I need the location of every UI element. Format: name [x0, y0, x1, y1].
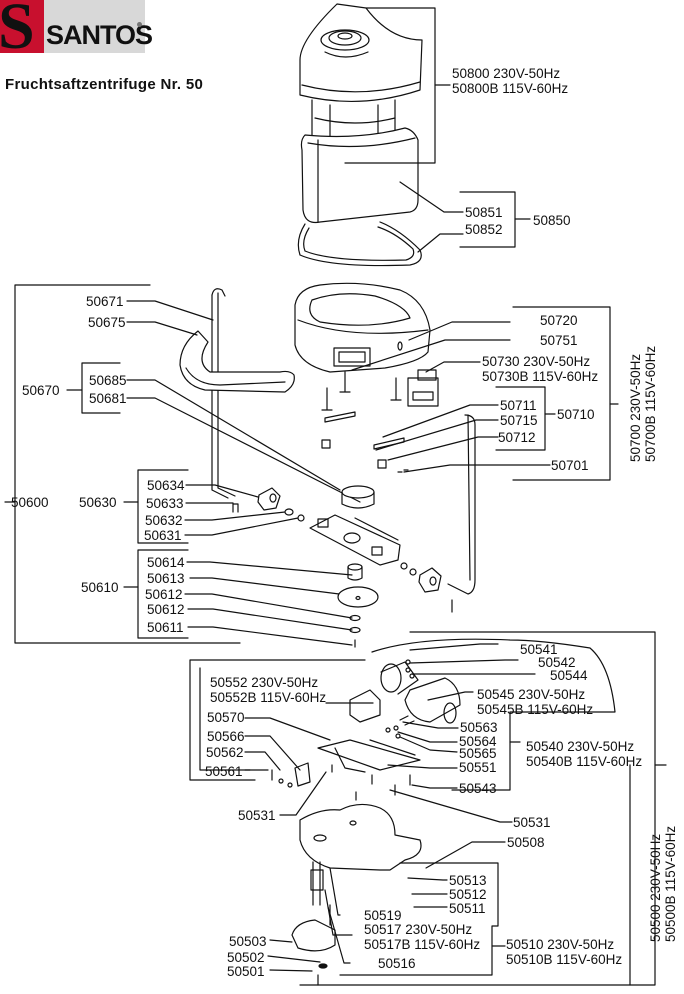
bottom-leaders	[267, 841, 506, 976]
safety-rod-drawing	[447, 414, 476, 595]
electrical-parts-drawing	[271, 659, 461, 801]
base-drawing	[294, 282, 431, 373]
label-50544: 50544	[550, 668, 588, 683]
bracket-50700	[351, 306, 619, 481]
label-50566: 50566	[207, 729, 245, 744]
label-50531-left: 50531	[238, 808, 276, 823]
label-50710: 50710	[557, 407, 595, 422]
label-50517b-115v: 50517B 115V-60Hz	[364, 937, 481, 952]
label-50612-b: 50612	[147, 602, 185, 617]
label-50552-230v: 50552 230V-50Hz	[210, 675, 319, 690]
label-50513: 50513	[449, 873, 487, 888]
label-50751: 50751	[540, 333, 578, 348]
label-50563: 50563	[460, 720, 498, 735]
label-50542: 50542	[538, 655, 576, 670]
label-50545b-115v: 50545B 115V-60Hz	[477, 702, 594, 717]
bracket-50630	[123, 469, 299, 544]
label-50540-230v: 50540 230V-50Hz	[526, 739, 635, 754]
label-50564: 50564	[459, 734, 497, 749]
label-50671: 50671	[86, 294, 124, 309]
label-50614: 50614	[147, 555, 185, 570]
label-50851: 50851	[465, 205, 503, 220]
document-title: Fruchtsaftzentrifuge Nr. 50	[5, 76, 204, 93]
label-50503: 50503	[229, 934, 267, 949]
label-50543: 50543	[459, 781, 497, 796]
label-50675: 50675	[88, 315, 126, 330]
label-50611: 50611	[147, 620, 184, 635]
label-50510b-115v: 50510B 115V-60Hz	[506, 952, 623, 967]
label-50531-right: 50531	[513, 815, 551, 830]
label-50613: 50613	[147, 571, 185, 586]
motor-hood-drawing	[299, 3, 423, 141]
label-50800-230v: 50800 230V-50Hz	[452, 66, 561, 81]
motor-shaft-drawing	[291, 861, 336, 986]
label-50502: 50502	[227, 950, 265, 965]
bracket-50610	[123, 549, 356, 646]
label-50632: 50632	[145, 513, 183, 528]
lever-arm-drawing	[179, 330, 295, 393]
label-50500-230v: 50500 230V-50Hz	[648, 833, 663, 942]
label-50519: 50519	[364, 908, 402, 923]
label-50701: 50701	[551, 458, 589, 473]
label-50510-230v: 50510 230V-50Hz	[506, 937, 615, 952]
brand-name: SANTOS	[46, 20, 153, 50]
label-50545-230v: 50545 230V-50Hz	[477, 687, 586, 702]
label-50634: 50634	[147, 478, 185, 493]
label-50633: 50633	[146, 496, 184, 511]
outline-50540	[189, 638, 616, 791]
label-50850: 50850	[533, 213, 571, 228]
label-50501: 50501	[227, 964, 265, 979]
label-50551: 50551	[459, 760, 497, 775]
label-50552b-115v: 50552B 115V-60Hz	[210, 690, 327, 705]
label-50670: 50670	[22, 383, 60, 398]
bracket-50600	[4, 284, 241, 644]
label-50712: 50712	[498, 430, 536, 445]
label-50517-230v: 50517 230V-50Hz	[364, 922, 473, 937]
label-50711: 50711	[500, 398, 537, 413]
label-50511: 50511	[449, 901, 486, 916]
drive-mechanism-drawing	[232, 485, 453, 648]
label-50715: 50715	[500, 413, 538, 428]
bracket-50710	[375, 386, 556, 473]
bracket-50500	[299, 631, 667, 986]
label-50541: 50541	[520, 642, 558, 657]
label-50685: 50685	[89, 373, 127, 388]
label-50631: 50631	[144, 528, 182, 543]
label-50730-230v: 50730 230V-50Hz	[482, 354, 591, 369]
label-50516: 50516	[378, 956, 416, 971]
label-50540b-115v: 50540B 115V-60Hz	[526, 754, 643, 769]
label-50600: 50600	[11, 495, 49, 510]
bracket-50800	[344, 7, 451, 164]
logo-s-icon: S	[0, 0, 35, 63]
label-50570: 50570	[207, 710, 245, 725]
label-50700-230v: 50700 230V-50Hz	[628, 353, 643, 462]
label-50730b-115v: 50730B 115V-60Hz	[482, 369, 599, 384]
santos-logo: S SANTOS	[0, 0, 153, 60]
registered-mark-icon	[137, 22, 142, 27]
label-50720: 50720	[540, 313, 578, 328]
base-plate-drawing	[299, 803, 422, 871]
label-50630: 50630	[79, 495, 117, 510]
label-50681: 50681	[89, 391, 127, 406]
label-50561: 50561	[205, 764, 243, 779]
lever-rod-drawing	[211, 288, 236, 499]
logo-red-block	[0, 0, 44, 53]
label-50612-a: 50612	[145, 587, 183, 602]
bracket-50850	[399, 181, 531, 253]
bracket-50670	[66, 300, 361, 503]
base-fasteners-drawing	[321, 369, 439, 473]
label-50512: 50512	[449, 887, 487, 902]
label-50562: 50562	[206, 745, 244, 760]
label-50800b-115v: 50800B 115V-60Hz	[452, 81, 569, 96]
label-50565: 50565	[459, 746, 497, 761]
label-50508: 50508	[507, 835, 545, 850]
label-50610: 50610	[81, 580, 119, 595]
label-50500b-115v: 50500B 115V-60Hz	[663, 825, 678, 942]
label-50852: 50852	[465, 222, 503, 237]
housing-drawing	[300, 127, 419, 224]
label-50700b-115v: 50700B 115V-60Hz	[643, 345, 658, 462]
gasket-drawing	[297, 221, 422, 267]
electrical-leaders	[244, 643, 536, 823]
